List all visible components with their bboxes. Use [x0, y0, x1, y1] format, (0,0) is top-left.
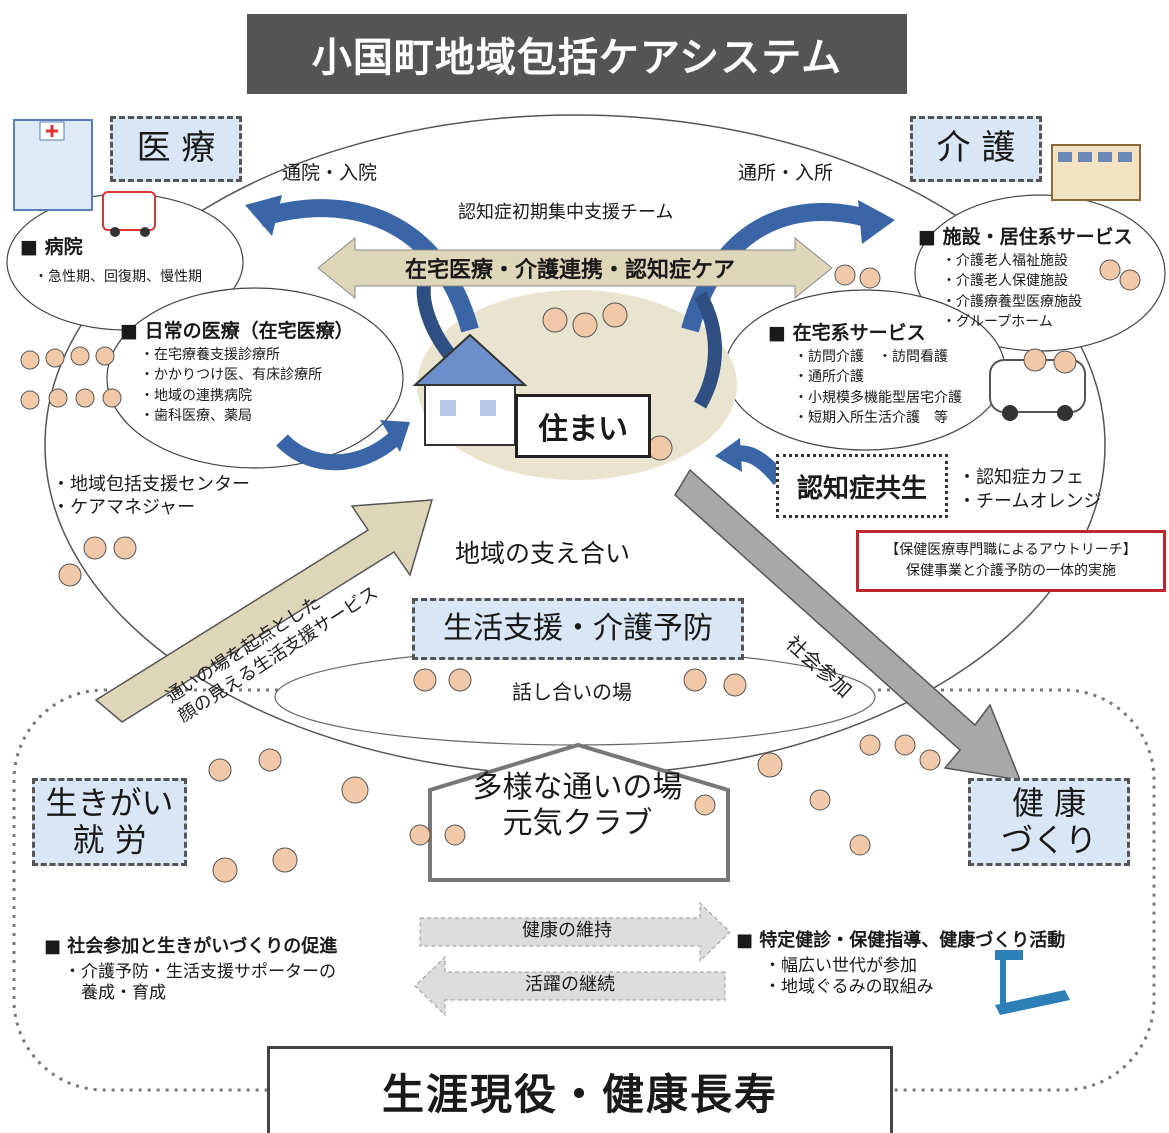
- list-item: ・幅広い世代が参加: [764, 956, 917, 976]
- medical-staff-group: [20, 346, 122, 410]
- zaitaku-band-label: 在宅医療・介護連携・認知症ケア: [404, 258, 735, 283]
- category-kenko-line2: づくり: [1000, 821, 1097, 859]
- support-center-list: ・地域包括支援センター ・ケアマネジャー: [52, 474, 250, 519]
- daily-medical-list: ・在宅療養支援診療所 ・かかりつけ医、有床診療所 ・地域の連携病院 ・歯科医療、…: [140, 345, 354, 426]
- social-list: ・介護予防・生活支援サポーターの 養成・育成: [64, 962, 337, 1005]
- list-item: ・地域包括支援センター: [52, 474, 250, 495]
- right-upper-curve-arrow: [681, 203, 883, 333]
- kayoi-label: 多様な通いの場 元気クラブ: [455, 770, 700, 842]
- meeting-label: 話し合いの場: [512, 680, 632, 704]
- list-item: ・通所介護: [794, 369, 864, 386]
- list-item: ・在宅療養支援診療所: [140, 347, 280, 363]
- dementia-box: 認知症共生: [776, 454, 948, 518]
- category-ikigai-line1: 生きがい: [45, 784, 174, 823]
- category-kaigo: 介 護: [910, 116, 1042, 182]
- care-van-icon: [989, 359, 1086, 421]
- ambulance-icon: [102, 191, 156, 237]
- health-heading: ■ 特定健診・保健指導、健康づくり活動: [736, 930, 1066, 951]
- home-service-heading: ■ 在宅系サービス: [768, 322, 926, 344]
- footer-slogan: 生涯現役・健康長寿: [267, 1046, 893, 1133]
- treadmill-icon: [995, 950, 1070, 1015]
- list-item: ・介護老人福祉施設: [942, 253, 1068, 269]
- right-diagonal-arrow: [674, 468, 1022, 781]
- label-ninchi-team: 認知症初期集中支援チーム: [458, 202, 674, 223]
- left-upper-arrowhead: [245, 195, 282, 236]
- list-item: ・ケアマネジャー: [52, 496, 196, 518]
- dementia-list: ・認知症カフェ ・チームオレンジ: [958, 466, 1101, 515]
- people-group-lower: [58, 259, 1141, 883]
- list-item: 養成・育成: [64, 983, 166, 1004]
- continue-label: 活躍の継続: [525, 974, 615, 995]
- hospital-heading: ■ 病院: [20, 236, 83, 258]
- zaitaku-double-arrow: [317, 236, 833, 300]
- left-diagonal-arrow: [94, 499, 434, 723]
- outreach-box: 【保健医療専門職によるアウトリーチ】 保健事業と介護予防の一体的実施: [856, 530, 1166, 592]
- list-item: ・チームオレンジ: [958, 491, 1102, 513]
- continue-arrow: [414, 955, 726, 1017]
- list-item: ・介護療養型医療施設: [942, 293, 1082, 310]
- label-tsusho: 通所・入所: [738, 162, 834, 184]
- daily-medical-ellipse: [106, 287, 404, 469]
- left-lower-arrowhead: [380, 420, 410, 452]
- social-heading: ■ 社会参加と生きがいづくりの促進: [44, 936, 338, 957]
- maintain-arrow: [419, 901, 731, 963]
- list-item: ・地域ぐるみの取組み: [764, 977, 934, 998]
- list-item: ・グループホーム: [942, 313, 1053, 330]
- list-item: ・短期入所生活介護 等: [794, 409, 948, 426]
- kayoi-line2: 元気クラブ: [502, 806, 653, 841]
- hospital-item: ・急性期、回復期、慢性期: [34, 269, 202, 285]
- list-item: ・訪問介護 ・訪問看護: [794, 349, 948, 365]
- daily-medical-block: ■ 日常の医療（在宅医療） ・在宅療養支援診療所 ・かかりつけ医、有床診療所 ・…: [120, 316, 354, 426]
- outreach-line2: 保健事業と介護予防の一体的実施: [906, 563, 1116, 579]
- kayoi-line1: 多様な通いの場: [472, 770, 683, 805]
- list-item: ・介護予防・生活支援サポーターの: [64, 962, 336, 982]
- social-block: ■ 社会参加と生きがいづくりの促進 ・介護予防・生活支援サポーターの 養成・育成: [44, 932, 337, 1005]
- list-item: ・地域の連携病院: [140, 387, 252, 404]
- facility-block: ■ 施設・居住系サービス ・介護老人福祉施設 ・介護老人保健施設 ・介護療養型医…: [918, 222, 1133, 332]
- label-tsuin: 通院・入院: [282, 162, 378, 184]
- home-service-block: ■ 在宅系サービス ・訪問介護 ・訪問看護 ・通所介護 ・小規模多機能型居宅介護…: [768, 318, 962, 428]
- care-facility-icon: [1051, 144, 1141, 201]
- home-service-list: ・訪問介護 ・訪問看護 ・通所介護 ・小規模多機能型居宅介護 ・短期入所生活介護…: [794, 347, 962, 428]
- center-right-arrow: [693, 291, 722, 409]
- maintain-label: 健康の維持: [522, 920, 612, 941]
- label-chiiki: 地域の支え合い: [455, 539, 631, 568]
- right-lower-arrowhead: [715, 438, 742, 472]
- left-lower-curve-arrow: [276, 431, 401, 471]
- kayoi-house: [428, 742, 730, 882]
- category-ikigai: 生きがい 就 労: [32, 778, 187, 866]
- list-item: ・認知症カフェ: [958, 467, 1084, 488]
- list-item: ・介護老人保健施設: [942, 273, 1068, 290]
- facility-heading: ■ 施設・居住系サービス: [918, 226, 1133, 248]
- outreach-line1: 【保健医療専門職によるアウトリーチ】: [885, 542, 1137, 558]
- category-kenko-line1: 健 康: [1011, 784, 1087, 823]
- hospital-block: ■ 病院 ・急性期、回復期、慢性期: [20, 232, 202, 287]
- list-item: ・歯科医療、薬局: [140, 407, 252, 424]
- daily-medical-heading: ■ 日常の医療（在宅医療）: [120, 320, 354, 342]
- left-upper-curve-arrow: [257, 199, 479, 333]
- health-list: ・幅広い世代が参加 ・地域ぐるみの取組み: [764, 956, 1065, 999]
- list-item: ・かかりつけ医、有床診療所: [140, 367, 323, 384]
- hospital-building-icon: [13, 119, 93, 211]
- page-title: 小国町地域包括ケアシステム: [247, 14, 907, 94]
- right-upper-arrowhead: [858, 200, 895, 244]
- category-seikatsu: 生活支援・介護予防: [412, 598, 744, 660]
- health-block: ■ 特定健診・保健指導、健康づくり活動 ・幅広い世代が参加 ・地域ぐるみの取組み: [736, 926, 1065, 999]
- category-ikigai-line2: 就 労: [72, 821, 147, 859]
- list-item: ・小規模多機能型居宅介護: [794, 389, 962, 406]
- sumai-box: 住まい: [515, 394, 651, 458]
- category-kenko: 健 康 づくり: [968, 778, 1130, 866]
- facility-list: ・介護老人福祉施設 ・介護老人保健施設 ・介護療養型医療施設 ・グループホーム: [942, 251, 1133, 332]
- category-iryo: 医 療: [110, 116, 242, 182]
